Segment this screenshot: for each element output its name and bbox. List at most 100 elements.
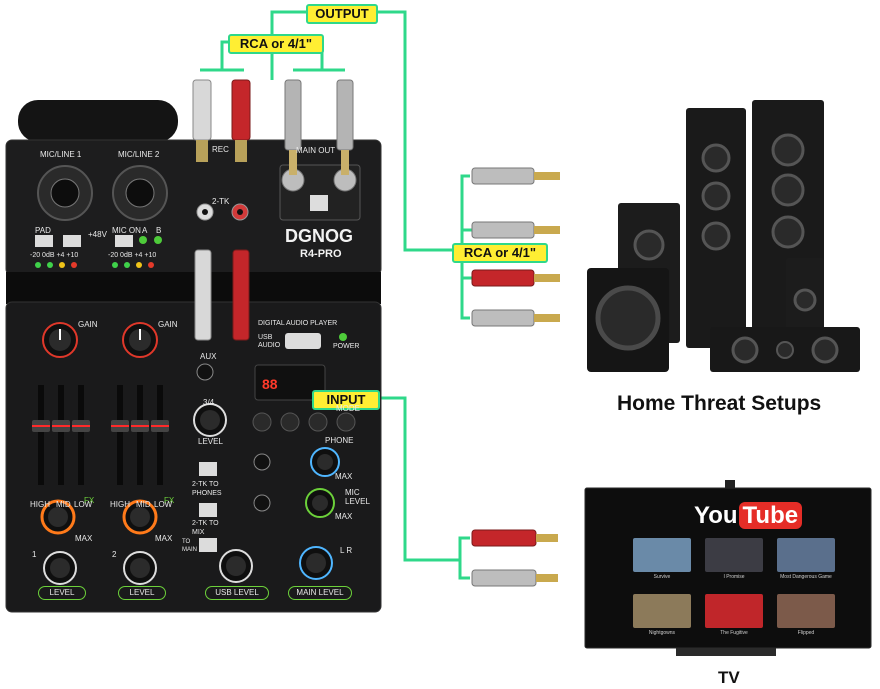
two-tk-jacks[interactable] [196,203,249,221]
mode-label: MODE [336,404,360,413]
a-led [139,236,147,244]
a-label: A [142,226,148,235]
fx-label-1: FX [84,496,95,505]
mic-on-label: MIC ON [112,226,141,235]
main-out-plug-right [336,79,354,175]
eq-high-2: HIGH [110,500,130,509]
antenna [18,100,178,142]
gain-label-2: GAIN [158,320,178,329]
speaker-plugs [471,167,560,327]
input-plug-red [232,249,250,341]
eq-mid-1: MID [56,500,71,509]
main-out-jacks[interactable] [279,164,361,221]
eq-mid-2: MID [136,500,151,509]
usb-port[interactable] [285,333,321,349]
tv-camera [725,480,735,488]
video-thumbnail[interactable] [633,594,691,628]
mixer-model: R4-PRO [300,248,342,260]
youtube-logo-you: You [694,502,738,529]
eq-high-1: HIGH [30,500,50,509]
phone-knob[interactable] [310,447,340,477]
power-led [339,333,347,341]
player-readout: 88 [262,376,278,392]
gain-label-1: GAIN [78,320,98,329]
video-title: Flipped [797,630,815,636]
input-tag: INPUT [312,390,380,410]
eq-low-2: LOW [154,500,173,509]
phantom-button[interactable] [63,235,81,247]
player-display [254,364,326,401]
mixer-brand: DGNOG [285,226,354,246]
usb-level-knob[interactable] [219,549,253,583]
aux-jack[interactable] [196,363,214,381]
phone-max-label: MAX [335,472,353,481]
fx-knob-1[interactable] [40,499,76,535]
video-title: Nightgowns [648,630,676,636]
usb-level-pill: USB LEVEL [205,586,269,600]
input-plug-white [194,249,212,341]
fx-knob-2[interactable] [122,499,158,535]
fx-max-2: MAX [155,534,173,543]
level-knob-1[interactable] [43,551,77,585]
tv-caption: TV [718,668,740,687]
signal-meter-leds [35,262,154,268]
level-pill-2: LEVEL [118,586,166,600]
main-level-knob[interactable] [299,546,333,580]
phone-label: PHONE [325,436,354,445]
main-out-label: MAIN OUT [296,146,336,155]
two-tk-label: 2-TK [212,197,230,206]
video-title: The Fugitive [720,630,748,636]
rec-plug-red [231,79,251,162]
meter-scale-1: -20 0dB +4 +10 [30,252,79,259]
tv-bracket [458,536,470,580]
level-34-num: 3/4 [203,398,215,407]
lr-label: L R [340,546,353,555]
eq-faders-ch1[interactable] [32,385,90,485]
mic-on-button[interactable] [115,235,133,247]
ch1-label: MIC/LINE 1 [40,150,82,159]
tk-to-mix-label: 2-TK TO MIX [192,520,219,536]
to-main-button[interactable] [199,538,217,552]
mic-level-knob[interactable] [305,488,335,518]
eq-faders-ch2[interactable] [111,385,169,485]
xlr-jack-1[interactable] [37,165,93,221]
tv-stand [676,648,776,656]
meter-scale-2: -20 0dB +4 +10 [108,252,157,259]
tk-to-phones-button[interactable] [199,462,217,476]
gain-knob-1[interactable] [42,322,78,358]
fx-max-1: MAX [75,534,93,543]
mic-jack[interactable] [253,494,271,512]
b-led [154,236,162,244]
tk-to-phones-label: 2-TK TO PHONES [192,481,222,497]
video-thumbnail[interactable] [705,594,763,628]
rca-top-tag: RCA or 4/1" [228,34,324,54]
mixer-divider [6,272,381,304]
level-34-label: LEVEL [198,437,223,446]
mic-max-label: MAX [335,512,353,521]
video-thumbnail[interactable] [633,538,691,572]
video-title: I Promise [723,574,745,580]
gain-knob-2[interactable] [122,322,158,358]
player-buttons[interactable] [252,412,356,432]
tv-plugs [471,529,558,587]
pad-button[interactable] [35,235,53,247]
rec-plug-white [192,79,212,162]
video-thumbnail[interactable] [705,538,763,572]
phone-jack[interactable] [253,453,271,471]
speaker-system [587,100,860,372]
aux-label: AUX [200,352,217,361]
level-34-knob[interactable] [193,403,227,437]
xlr-jack-2[interactable] [112,165,168,221]
main-out-plug-left [284,79,302,175]
rec-label: REC [212,145,229,154]
video-thumbnail[interactable] [777,538,835,572]
ch-num-2: 2 [112,550,117,559]
tk-to-mix-button[interactable] [199,503,217,517]
ch-num-1: 1 [32,550,37,559]
level-pill-1: LEVEL [38,586,86,600]
video-title: Survive [653,574,671,580]
video-thumbnail[interactable] [777,594,835,628]
level-knob-2[interactable] [123,551,157,585]
